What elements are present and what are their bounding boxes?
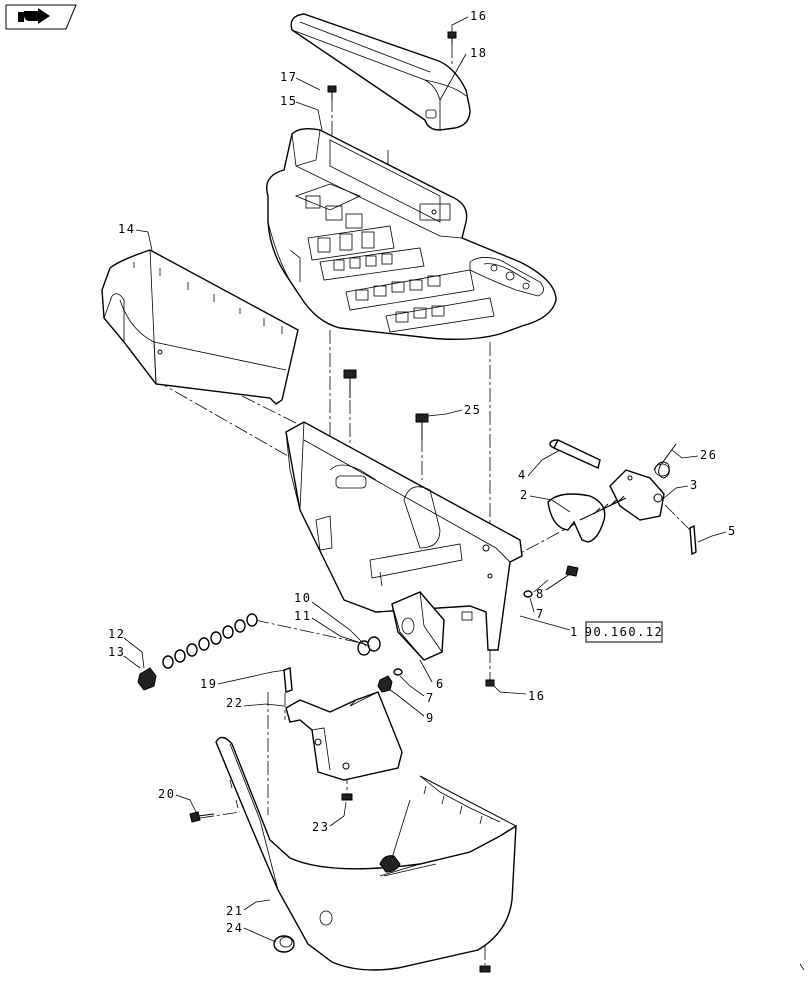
corner-mark [799,963,805,971]
torsion-spring-part-26 [653,443,677,479]
callout-8: 8 [536,587,545,601]
screw-part-16-lower [485,679,495,687]
plug-part-24 [273,935,295,953]
callout-17: 17 [280,70,297,84]
callout-11: 11 [294,609,311,623]
screw-part-23 [341,793,353,801]
bracket-plate-part-22 [285,691,403,781]
washer-part-7-upper [523,590,533,598]
callout-3: 3 [690,478,699,492]
callout-22: 22 [226,696,243,710]
bolt-part-8 [545,565,579,591]
callout-4: 4 [518,468,527,482]
washer-part-7-lower [393,668,403,676]
return-arrow-icon[interactable] [5,4,77,30]
side-tray-part-14 [101,249,299,405]
nut-part-9 [377,675,393,693]
callout-9: 9 [426,711,435,725]
callout-10: 10 [294,591,311,605]
callout-14: 14 [118,222,135,236]
callout-26: 26 [700,448,717,462]
callout-5: 5 [728,524,737,538]
callout-1: 1 [570,625,579,639]
callout-18: 18 [470,46,487,60]
reference-box-text: 90.160.12 [585,625,664,639]
callout-16-lower: 16 [528,689,545,703]
lower-cover-part-21 [215,736,517,971]
callout-7-lower: 7 [426,691,435,705]
callout-7-upper: 7 [536,607,545,621]
screw-part-16-top [447,31,457,44]
cam-disc-part-2 [547,493,606,543]
armrest-pad-part-18 [290,13,471,131]
callout-19: 19 [200,677,217,691]
callout-16-top: 16 [470,9,487,23]
latch-bracket-part-3 [579,469,665,521]
callout-24: 24 [226,921,243,935]
pivot-pin-part-4 [549,439,601,469]
mounting-frame-part-1 [285,421,523,651]
control-console-part-15 [266,127,557,341]
callout-13: 13 [108,645,125,659]
callout-2: 2 [520,488,529,502]
callout-15: 15 [280,94,297,108]
screw-part-17 [327,85,337,100]
washer-stack [162,613,258,669]
bolt-part-25-b [415,413,429,440]
callout-23: 23 [312,820,329,834]
washers-part-10-11 [357,636,381,656]
callout-labels: 16 18 17 15 14 25 26 4 3 2 5 8 10 11 7 1… [108,9,737,935]
bolt-part-25-a [343,369,357,398]
reference-box[interactable]: 90.160.12 [585,621,664,643]
screw-part-20 [189,811,215,823]
screw-bottom [479,965,491,973]
clip-part-19 [283,667,293,693]
spacer-block-part-6 [391,591,445,661]
roll-pin-part-5 [689,524,697,556]
leader-lines [123,16,727,943]
callout-25: 25 [464,403,481,417]
callout-21: 21 [226,904,243,918]
nut-part-13 [137,667,157,691]
callout-6: 6 [436,677,445,691]
callout-12: 12 [108,627,125,641]
callout-20: 20 [158,787,175,801]
